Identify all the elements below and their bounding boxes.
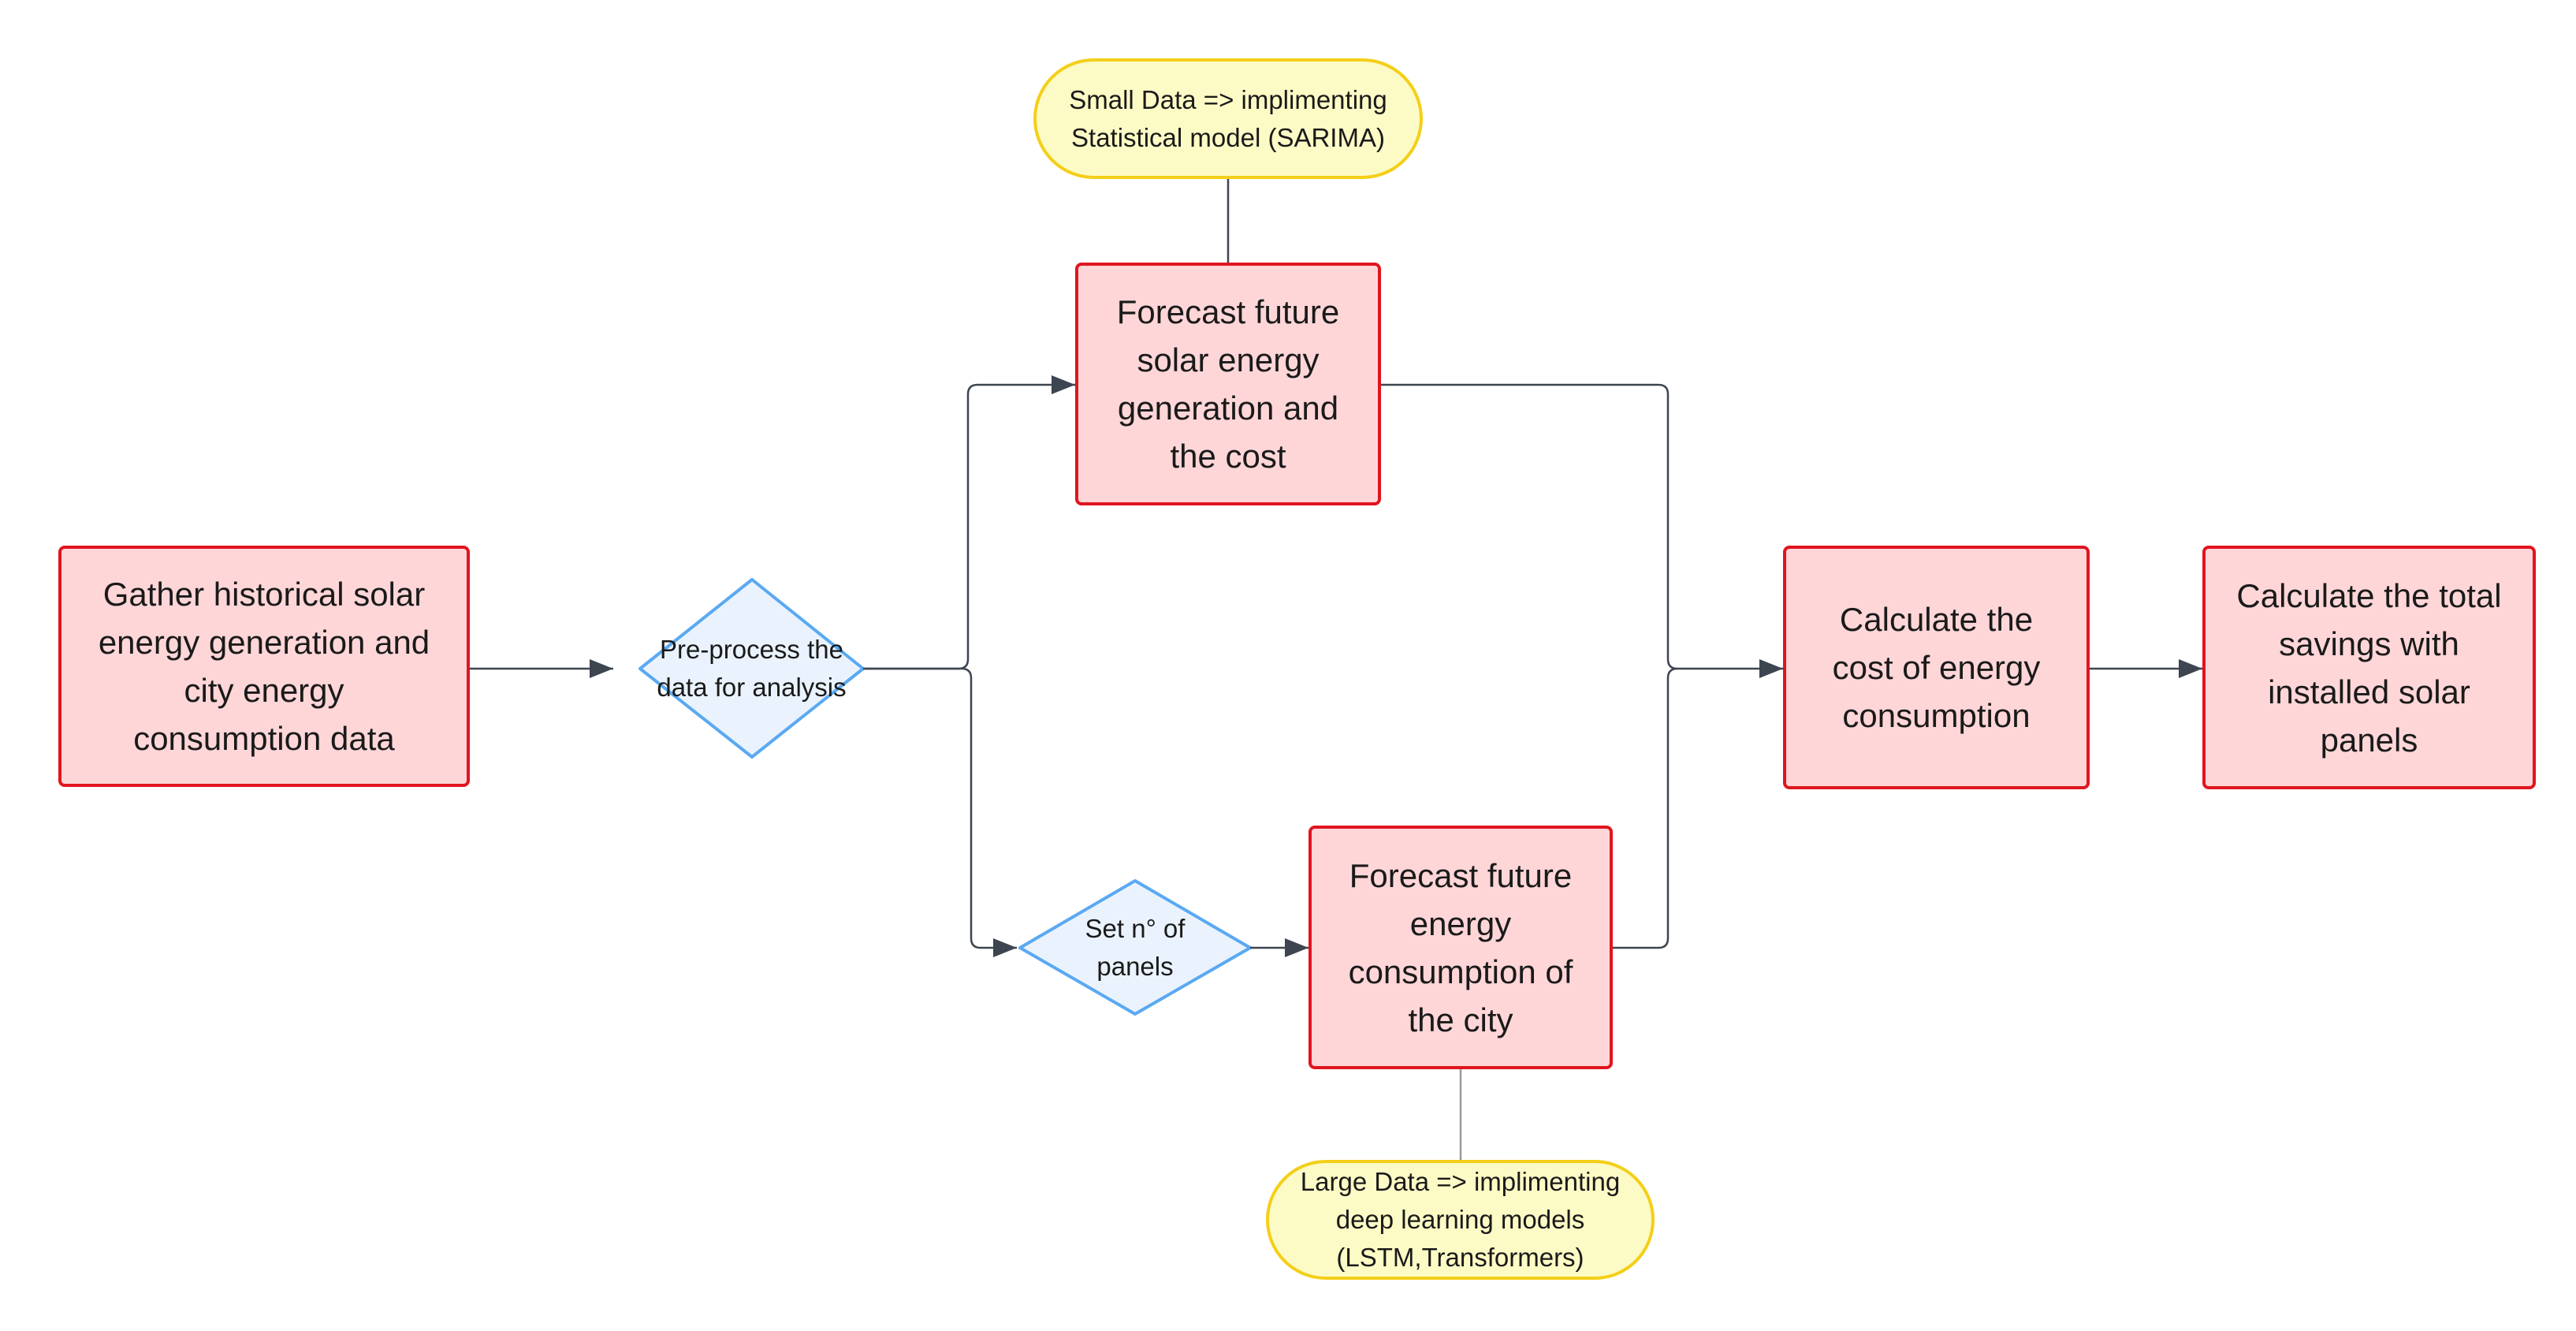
preprocess-decision-label: Pre-process the data for analysis	[657, 634, 847, 702]
preprocess-decision-shape[interactable]	[638, 578, 865, 759]
connector-forecast-consumption-to-calc-cost	[1613, 667, 1678, 949]
set-panels-decision-shape[interactable]	[1018, 879, 1252, 1016]
set-panels-decision-label: Set n° of panels	[1085, 913, 1186, 981]
calculate-cost-step[interactable]: Calculate the cost of energy consumption	[1783, 546, 2090, 789]
small-data-note: Small Data => implimenting Statistical m…	[1033, 58, 1423, 179]
connector-preprocess-to-set-panels	[863, 667, 1017, 957]
connector-forecast-solar-to-calc-cost	[1381, 383, 1783, 678]
forecast-consumption-step[interactable]: Forecast future energy consumption of th…	[1308, 826, 1613, 1069]
forecast-solar-step[interactable]: Forecast future solar energy generation …	[1075, 263, 1381, 505]
large-data-note: Large Data => implimenting deep learning…	[1266, 1160, 1655, 1280]
gather-data-step[interactable]: Gather historical solar energy generatio…	[58, 546, 470, 787]
calculate-savings-step[interactable]: Calculate the total savings with install…	[2202, 546, 2536, 789]
connector-preprocess-to-forecast-solar	[863, 375, 1075, 670]
